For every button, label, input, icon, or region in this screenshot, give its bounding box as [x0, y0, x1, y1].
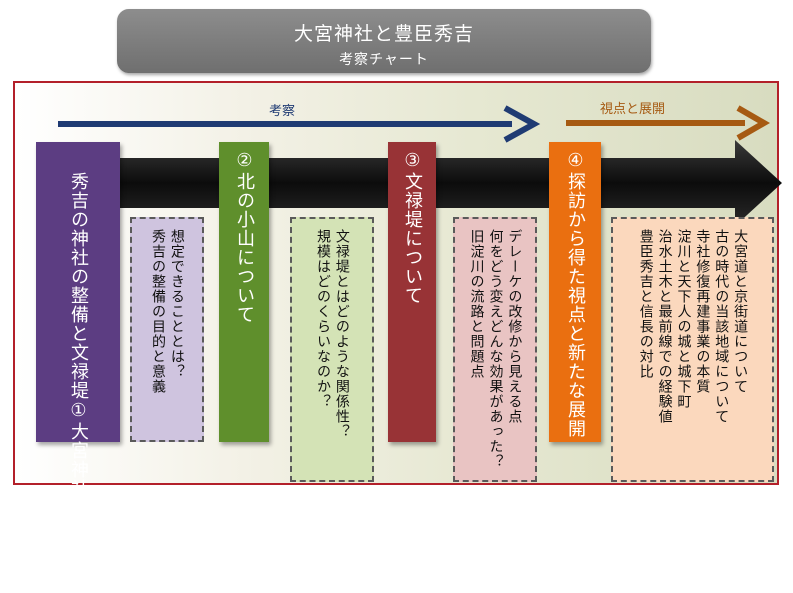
page-title: 大宮神社と豊臣秀吉 — [293, 23, 474, 45]
step-3-box: ③文禄堤について — [388, 142, 436, 442]
detail-1-box: 想定できることとは？ 秀吉の整備の目的と意義 — [130, 217, 204, 442]
step-3-title: ③文禄堤について — [402, 150, 423, 305]
step-1-subtitle: 秀吉の神社の整備と文禄堤 — [68, 172, 89, 400]
detail-3-text: デレーケの改修から見える点 何をどう変えどんな効果があった？ 旧淀川の流路と問題… — [468, 229, 523, 469]
detail-4-text: 大宮道と京街道について 古の時代の当該地域について 寺社修復再建事業の本質 淀川… — [637, 229, 749, 424]
perspectives-arrow — [566, 105, 771, 141]
step-4-box: ④探訪から得た視点と新たな展開 — [549, 142, 601, 442]
detail-1-text: 想定できることとは？ 秀吉の整備の目的と意義 — [150, 229, 185, 394]
consideration-arrow — [58, 105, 541, 143]
arrows-layer — [58, 105, 782, 226]
detail-3-box: デレーケの改修から見える点 何をどう変えどんな効果があった？ 旧淀川の流路と問題… — [453, 217, 537, 482]
title-banner: 大宮神社と豊臣秀吉 考察チャート — [117, 9, 651, 73]
consideration-label: 考察 — [269, 104, 296, 119]
page-subtitle: 考察チャート — [339, 52, 429, 68]
step-1-title: ①大宮神社と豊臣秀吉 — [68, 400, 89, 593]
detail-2-text: 文禄堤とはどのような関係性？ 規模はどのくらいなのか？ — [315, 229, 350, 439]
step-1-box: ①大宮神社と豊臣秀吉 秀吉の神社の整備と文禄堤 — [36, 142, 120, 593]
detail-4-box: 大宮道と京街道について 古の時代の当該地域について 寺社修復再建事業の本質 淀川… — [611, 217, 774, 482]
step-2-box: ②北の小山について — [219, 142, 269, 442]
main-flow-arrow — [100, 140, 782, 226]
step-2-title: ②北の小山について — [234, 150, 255, 324]
detail-2-box: 文禄堤とはどのような関係性？ 規模はどのくらいなのか？ — [290, 217, 374, 482]
perspectives-label: 視点と展開 — [600, 102, 666, 117]
step-4-title: ④探訪から得た視点と新たな展開 — [565, 150, 586, 438]
